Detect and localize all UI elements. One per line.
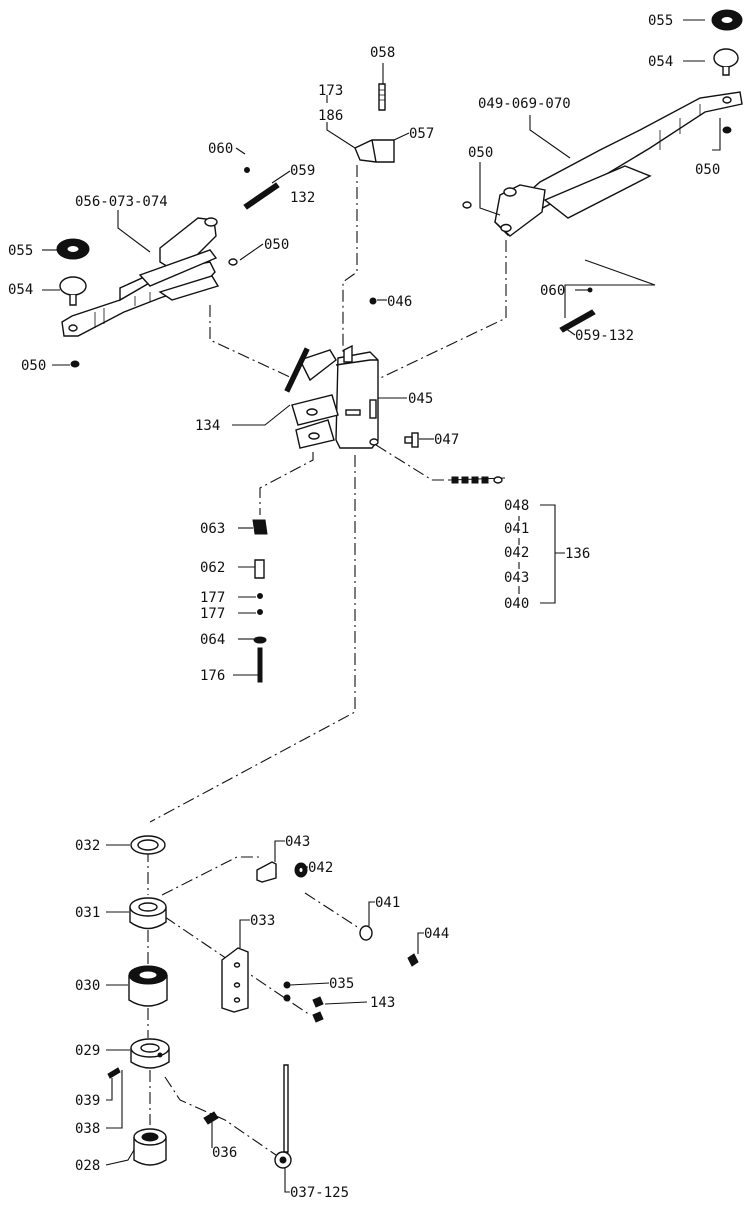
label-176: 176 [200,668,225,684]
label-049-069-070: 049-069-070 [478,96,571,112]
label-143: 143 [370,995,395,1011]
spring-icon [203,1111,219,1125]
label-060-right: 060 [540,283,565,299]
washer-icon [359,925,373,941]
bracket-icon [256,861,277,883]
bolt-icon [312,1011,324,1023]
sleeve-icon [133,1128,167,1166]
left-arm [61,217,220,337]
pin-rod-icon [257,647,263,683]
pin-icon [587,287,593,293]
label-032: 032 [75,838,100,854]
washer-icon [294,862,308,878]
label-033: 033 [250,913,275,929]
label-047: 047 [434,432,459,448]
label-043-stack: 043 [504,570,529,586]
label-054-right: 054 [648,54,673,70]
small-nut-icon [70,360,80,368]
nut-icon [252,519,268,535]
spring-pin-icon [559,309,596,333]
sleeve-icon [130,1038,170,1069]
label-050-right-bottom: 050 [695,162,720,178]
label-042-stack: 042 [504,545,529,561]
label-132: 132 [290,190,315,206]
label-039: 039 [75,1093,100,1109]
label-057: 057 [409,126,434,142]
screw-icon [369,297,377,305]
spring-pin-icon [243,182,280,210]
sleeve-icon [254,559,265,579]
washer-icon [711,9,743,31]
bolt-icon [407,953,419,967]
bolt-icon [378,83,386,111]
central-body [284,344,379,449]
label-177-a: 177 [200,590,225,606]
label-041: 041 [375,895,400,911]
clip-icon [253,636,267,644]
label-028: 028 [75,1158,100,1174]
sleeve-icon [128,965,168,1007]
part-labels: 055 054 049-069-070 050 050 058 173 186 … [8,13,720,1201]
label-041-stack: 041 [504,521,529,537]
label-043: 043 [285,834,310,850]
ball-icon [257,609,263,615]
label-173: 173 [318,83,343,99]
set-screw-icon [107,1067,121,1079]
small-nut-icon [722,126,732,134]
label-055-right: 055 [648,13,673,29]
label-186: 186 [318,108,343,124]
label-035: 035 [329,976,354,992]
label-050-right-mid: 050 [468,145,493,161]
knob-icon [404,432,419,448]
label-040: 040 [504,596,529,612]
center-lines [147,165,656,1156]
sleeve-icon [129,897,167,930]
label-060-left: 060 [208,141,233,157]
label-030: 030 [75,978,100,994]
nut-icon [283,981,291,989]
label-050-left-bottom: 050 [21,358,46,374]
right-arm [493,91,743,237]
lever-icon [274,1064,292,1169]
label-038: 038 [75,1121,100,1137]
plate-icon [221,947,249,1013]
label-134: 134 [195,418,220,434]
label-063: 063 [200,521,225,537]
pin-icon [244,167,250,173]
label-042: 042 [308,860,333,876]
label-177-b: 177 [200,606,225,622]
cable-chain [449,476,506,484]
label-059-132: 059-132 [575,328,634,344]
label-048: 048 [504,498,529,514]
label-046: 046 [387,294,412,310]
label-031: 031 [75,905,100,921]
foot-pad-icon [713,48,739,76]
label-058: 058 [370,45,395,61]
label-029: 029 [75,1043,100,1059]
label-056-073-074: 056-073-074 [75,194,168,210]
label-054-left: 054 [8,282,33,298]
label-044: 044 [424,926,449,942]
foot-pad-icon [59,276,87,306]
small-washer-icon [462,201,472,209]
washer-icon [56,238,90,260]
leader-lines [42,19,721,1193]
label-036: 036 [212,1145,237,1161]
ball-icon [257,593,263,599]
washer-icon [130,835,166,855]
label-045: 045 [408,391,433,407]
label-136: 136 [565,546,590,562]
bracket-icon [354,139,395,163]
label-062: 062 [200,560,225,576]
nut-icon [283,994,291,1002]
bolt-icon [312,996,324,1008]
label-050-left-mid: 050 [264,237,289,253]
label-055-left: 055 [8,243,33,259]
label-064: 064 [200,632,225,648]
label-059: 059 [290,163,315,179]
label-037-125: 037-125 [290,1185,349,1201]
small-washer-icon [228,258,238,266]
